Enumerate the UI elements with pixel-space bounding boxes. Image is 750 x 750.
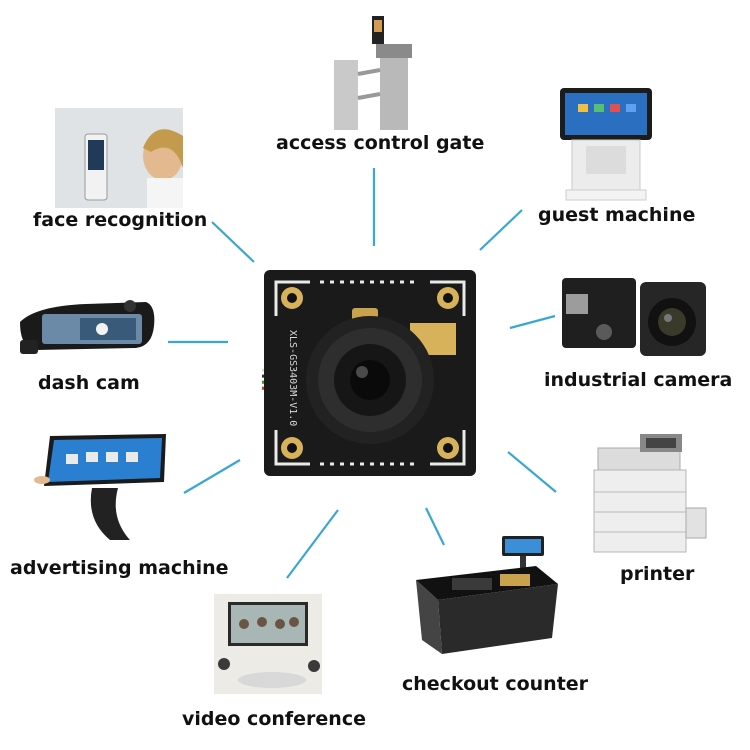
face-recognition-image xyxy=(55,108,183,208)
industrial-camera-image xyxy=(562,278,706,356)
checkout-counter-image xyxy=(416,536,558,654)
label-printer: printer xyxy=(620,563,695,585)
label-checkout-counter: checkout counter xyxy=(402,673,589,695)
printer-image xyxy=(593,434,707,553)
board-text: XLS-GS3403M-V1.0 xyxy=(287,330,298,426)
label-video-conference: video conference xyxy=(182,708,366,730)
label-access-control-gate: access control gate xyxy=(276,132,485,154)
video-conference-image xyxy=(214,594,322,694)
connector-guest-machine xyxy=(479,209,523,251)
connector-video-conference xyxy=(286,509,339,579)
connector-advertising-machine xyxy=(183,459,241,494)
dash-cam-image xyxy=(20,300,155,354)
connector-face-recognition xyxy=(211,221,255,263)
camera-cable xyxy=(262,368,265,390)
label-advertising-machine: advertising machine xyxy=(10,557,229,579)
connector-checkout-counter xyxy=(425,507,445,546)
label-guest-machine: guest machine xyxy=(538,204,696,226)
advertising-machine-image xyxy=(34,434,166,540)
label-dash-cam: dash cam xyxy=(38,372,140,394)
access-control-gate-image xyxy=(334,16,412,130)
connector-printer xyxy=(507,451,557,493)
label-face-recognition: face recognition xyxy=(33,209,208,231)
label-industrial-camera: industrial camera xyxy=(544,369,733,391)
camera-module-board: XLS-GS3403M-V1.0 xyxy=(262,270,476,476)
connector-industrial-camera xyxy=(509,314,556,330)
guest-machine-image xyxy=(560,88,652,201)
